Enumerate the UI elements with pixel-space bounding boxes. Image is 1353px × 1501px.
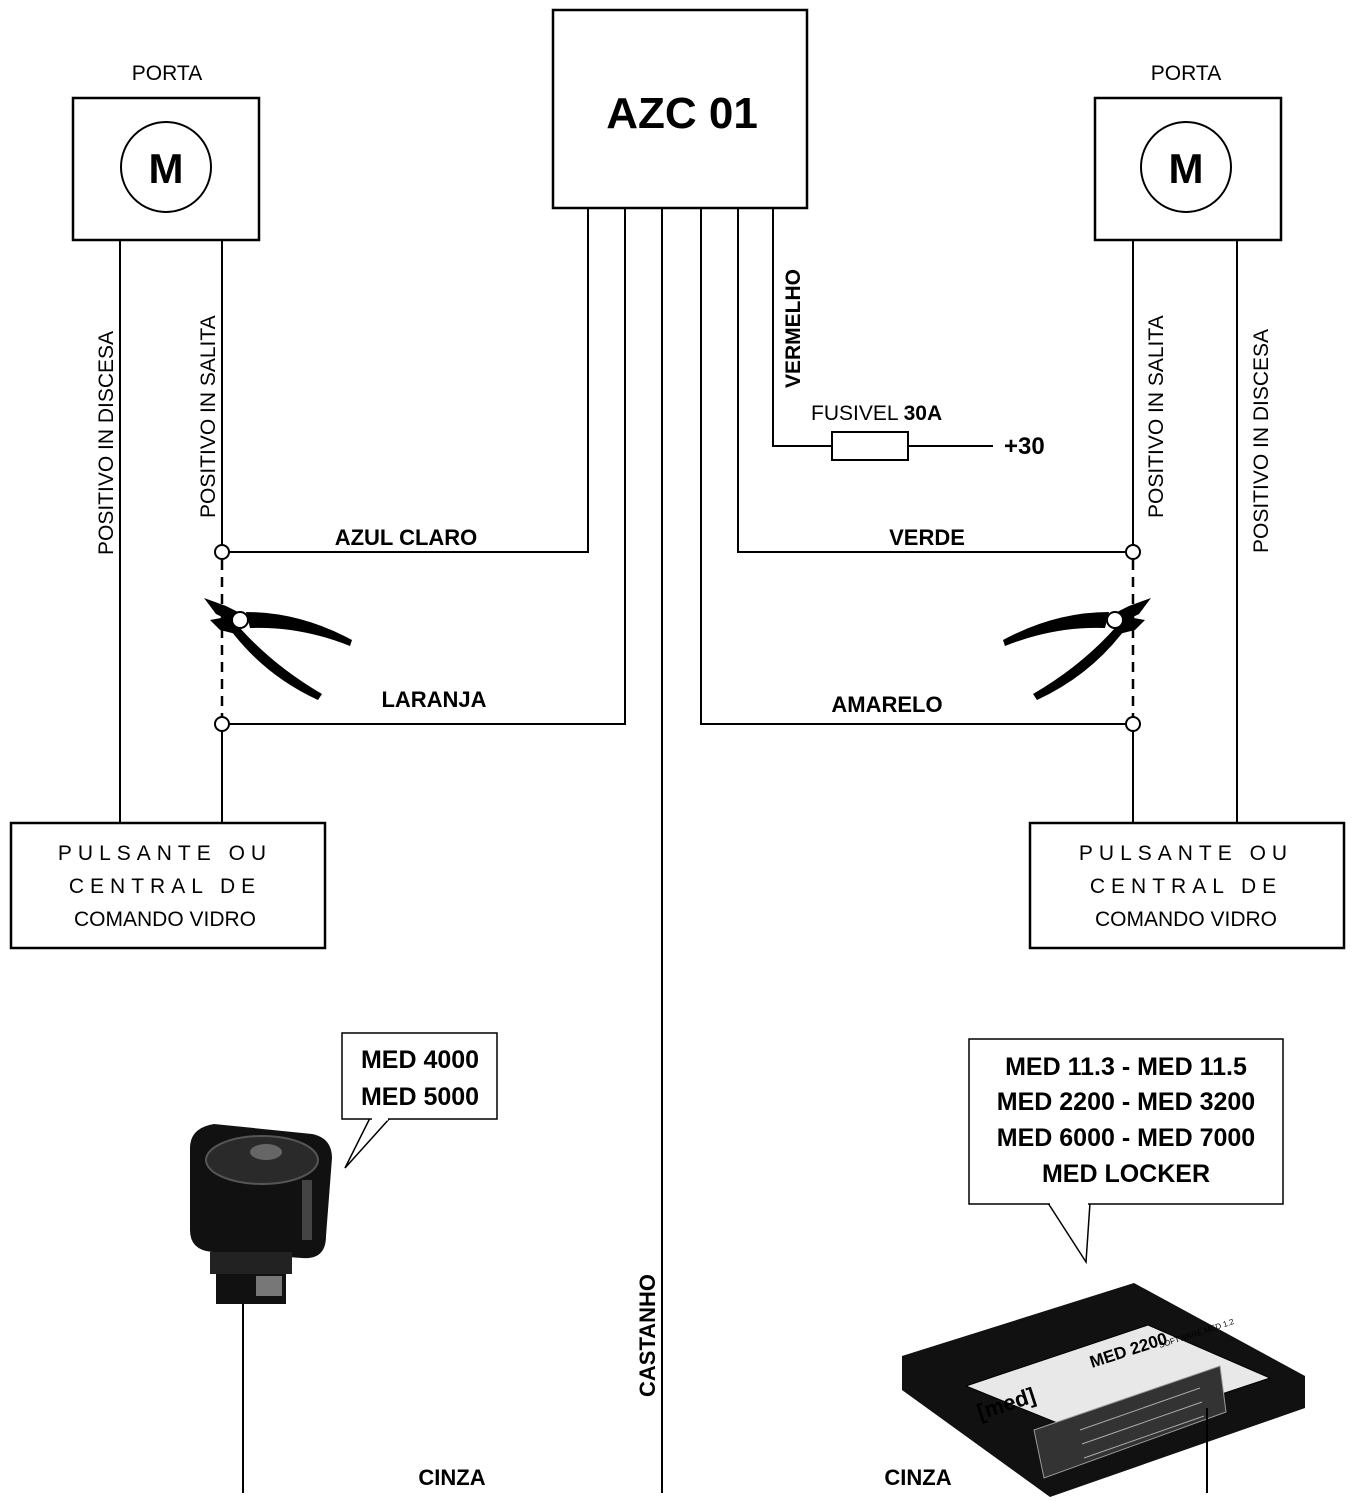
left-wire-down-label: POSITIVO IN DISCESA: [95, 331, 118, 555]
left-callout-line2: MED 5000: [361, 1083, 479, 1111]
wire-azul-claro-label: AZUL CLARO: [335, 525, 478, 550]
wire-cinza-left-label: CINZA: [418, 1465, 485, 1490]
right-callout-line3: MED 6000 - MED 7000: [997, 1124, 1255, 1152]
left-switch-line3: COMANDO VIDRO: [74, 908, 256, 931]
fuse-icon: [831, 431, 909, 461]
left-motor-wires: POSITIVO IN DISCESA POSITIVO IN SALITA: [95, 240, 230, 823]
right-switch-line2: CENTRAL DE: [1090, 875, 1282, 898]
right-wire-down-label: POSITIVO IN DISCESA: [1250, 329, 1273, 553]
right-callout: MED 11.3 - MED 11.5 MED 2200 - MED 3200 …: [968, 1038, 1284, 1265]
right-motor-wires: POSITIVO IN SALITA POSITIVO IN DISCESA: [1125, 240, 1273, 823]
left-door: PORTA M: [71, 62, 261, 242]
fuse: FUSIVEL 30A +30: [811, 402, 1045, 461]
right-motor-label: M: [1169, 145, 1204, 192]
wire-laranja-label: LARANJA: [381, 687, 486, 712]
right-door: PORTA M: [1093, 62, 1283, 242]
left-callout-line1: MED 4000: [361, 1046, 479, 1074]
right-switch-line3: COMANDO VIDRO: [1095, 908, 1277, 931]
right-junction-bottom: [1125, 716, 1141, 732]
left-callout: MED 4000 MED 5000: [341, 1032, 498, 1169]
left-switch-line1: PULSANTE OU: [58, 842, 272, 865]
left-junction-bottom: [214, 716, 230, 732]
left-switch-line2: CENTRAL DE: [69, 875, 261, 898]
left-switch-box: PULSANTE OU CENTRAL DE COMANDO VIDRO: [9, 821, 327, 950]
wire-cinza-right-label: CINZA: [884, 1465, 951, 1490]
left-motor-label: M: [149, 145, 184, 192]
wire-castanho-label: CASTANHO: [635, 1274, 660, 1397]
azc-controller: AZC 01: [551, 8, 809, 210]
right-callout-line4: MED LOCKER: [1042, 1160, 1210, 1188]
left-cutter-icon: [204, 598, 352, 700]
left-junction-top: [214, 544, 230, 560]
wire-vermelho-label: VERMELHO: [782, 269, 805, 388]
right-callout-line1: MED 11.3 - MED 11.5: [1005, 1053, 1247, 1081]
right-device-image: [med] MED 2200 SOFTWARE MED 1.2: [902, 1283, 1305, 1497]
left-door-label: PORTA: [132, 62, 202, 85]
controller-label: AZC 01: [606, 89, 758, 138]
right-junction-top: [1125, 544, 1141, 560]
right-cutter-icon: [1003, 598, 1151, 700]
right-wire-up-label: POSITIVO IN SALITA: [1145, 315, 1168, 518]
fuse-label: FUSIVEL 30A: [811, 402, 942, 425]
wire-verde-label: VERDE: [889, 525, 965, 550]
right-switch-box: PULSANTE OU CENTRAL DE COMANDO VIDRO: [1028, 821, 1346, 950]
left-device-image: [190, 1124, 332, 1493]
right-callout-line2: MED 2200 - MED 3200: [997, 1088, 1255, 1116]
left-wire-up-label: POSITIVO IN SALITA: [197, 315, 220, 518]
fuse-supply-label: +30: [1004, 433, 1045, 460]
right-motor-icon: [1140, 121, 1232, 213]
right-door-label: PORTA: [1151, 62, 1221, 85]
left-motor-icon: [120, 121, 212, 213]
wire-amarelo-label: AMARELO: [831, 692, 942, 717]
right-switch-line1: PULSANTE OU: [1079, 842, 1293, 865]
controller-wires: AZUL CLARO LARANJA CASTANHO AMARELO VERD…: [229, 208, 1126, 1493]
